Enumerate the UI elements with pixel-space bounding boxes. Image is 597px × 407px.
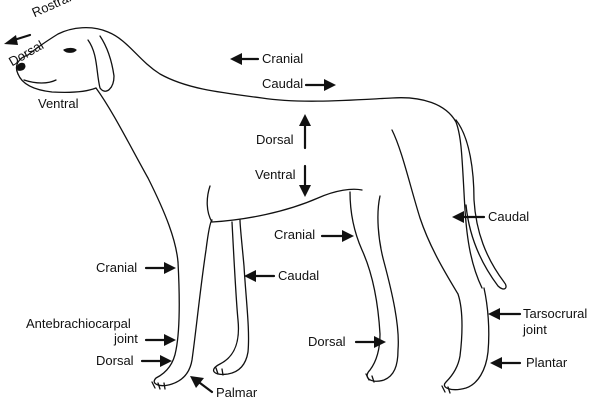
label-cranial-top: Cranial <box>262 52 303 67</box>
label-cranial-hind: Cranial <box>274 228 315 243</box>
arrow-caudal-top <box>306 79 336 91</box>
arrow-ventral-belly <box>299 166 311 197</box>
arrow-antebrachiocarpal <box>146 334 176 346</box>
label-caudal-top: Caudal <box>262 77 303 92</box>
label-cranial-fore: Cranial <box>96 261 137 276</box>
arrow-cranial-hind <box>322 230 354 242</box>
arrow-caudal-fore <box>244 270 274 282</box>
label-tarsocrural-line1: Tarsocrural <box>523 307 587 322</box>
label-dorsal-fore-paw: Dorsal <box>96 354 134 369</box>
arrow-palmar <box>190 376 212 392</box>
label-antebrachiocarpal-line1: Antebrachiocarpal <box>26 317 131 332</box>
label-ventral-head: Ventral <box>38 97 78 112</box>
label-palmar: Palmar <box>216 386 257 401</box>
label-tarsocrural-line2: joint <box>523 323 547 338</box>
label-dorsal-hind-paw: Dorsal <box>308 335 346 350</box>
arrow-cranial-fore <box>146 262 176 274</box>
label-caudal-tail: Caudal <box>488 210 529 225</box>
label-plantar: Plantar <box>526 356 567 371</box>
arrow-tarsocrural <box>488 308 520 320</box>
arrow-caudal-tail <box>452 211 484 223</box>
label-ventral-belly: Ventral <box>255 168 295 183</box>
label-caudal-fore: Caudal <box>278 269 319 284</box>
label-antebrachiocarpal-line2: joint <box>114 332 138 347</box>
arrow-dorsal-fore-paw <box>142 355 172 367</box>
label-dorsal-back: Dorsal <box>256 133 294 148</box>
arrow-dorsal-back <box>299 114 311 148</box>
arrow-dorsal-hind-paw <box>356 336 386 348</box>
arrow-plantar <box>490 357 520 369</box>
arrow-cranial-top <box>230 53 258 65</box>
